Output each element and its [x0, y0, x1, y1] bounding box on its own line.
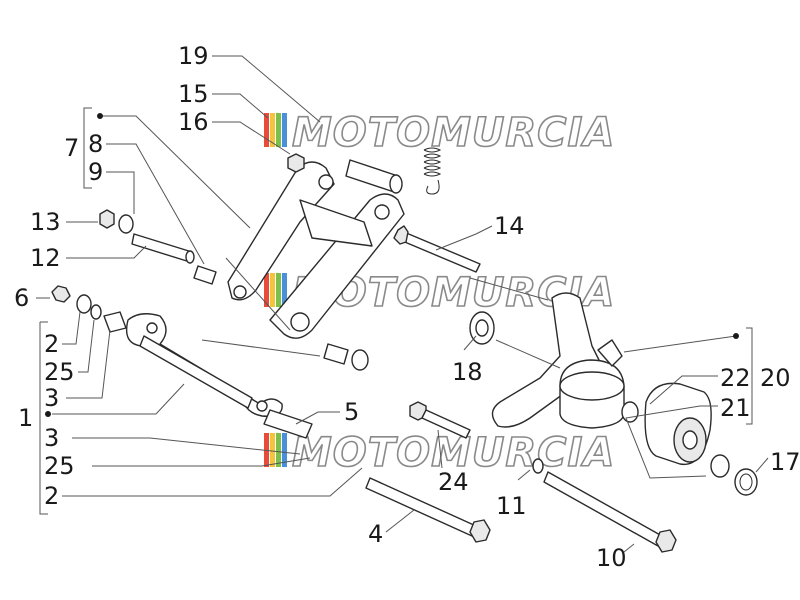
callout-15: 15: [178, 80, 209, 108]
callout-17: 17: [770, 448, 800, 476]
watermark-stripe-red: [264, 113, 269, 147]
callout-3-lower: 3: [44, 424, 59, 452]
watermark-stripe-yellow: [270, 273, 275, 307]
callout-9: 9: [88, 158, 103, 186]
watermark-stripe-blue: [282, 273, 287, 307]
callout-11: 11: [496, 492, 527, 520]
bolt-14-part: [393, 225, 481, 273]
callout-1: 1: [18, 404, 33, 432]
callout-24: 24: [438, 468, 469, 496]
watermark-stripe-green: [276, 433, 281, 467]
swing-arm-part: [227, 161, 405, 339]
watermark-bottom: MOTOMURCIA: [264, 429, 615, 477]
watermark-stripe-red: [264, 273, 269, 307]
spring-part: [423, 147, 442, 195]
callout-4: 4: [368, 520, 383, 548]
callout-8: 8: [88, 130, 103, 158]
callout-7: 7: [64, 134, 79, 162]
washer-17-part: [710, 454, 758, 496]
watermark-stripe-yellow: [270, 113, 275, 147]
callout-5: 5: [344, 398, 359, 426]
watermark-stripe-blue: [282, 433, 287, 467]
watermark-text: MOTOMURCIA: [292, 110, 615, 156]
assembly-dot-20: [733, 333, 739, 339]
nut-16-part: [287, 153, 305, 173]
bolt-10-part: [543, 471, 677, 553]
callout-19: 19: [178, 42, 209, 70]
callout-2-upper: 2: [44, 330, 59, 358]
pin-5-part: [263, 409, 313, 439]
leader-lines: [36, 55, 769, 553]
shaft-1-part: [51, 285, 283, 417]
bushing-pair-part: [323, 343, 369, 371]
callout-18: 18: [452, 358, 483, 386]
bushing-15-part: [345, 159, 403, 194]
callout-labels: 19 15 16 7 8 9 13 12 6 2 25 3 1 3 25 2 1…: [14, 42, 800, 572]
callout-16: 16: [178, 108, 209, 136]
mount-bracket-part: [491, 292, 601, 428]
watermark-text: MOTOMURCIA: [292, 430, 615, 476]
callout-3-upper: 3: [44, 384, 59, 412]
assembly-dot-1: [45, 411, 51, 417]
watermark-stripe-blue: [282, 113, 287, 147]
nut-13-part: [99, 209, 134, 234]
callout-12: 12: [30, 244, 61, 272]
callout-20: 20: [760, 364, 791, 392]
callout-2-lower: 2: [44, 482, 59, 510]
callout-10: 10: [596, 544, 627, 572]
bolt-24-part: [409, 401, 471, 439]
housing-20-part: [559, 339, 625, 429]
watermark-stripe-yellow: [270, 433, 275, 467]
watermark-top: MOTOMURCIA: [264, 109, 615, 157]
watermark-stripe-green: [276, 113, 281, 147]
callout-21: 21: [720, 394, 751, 422]
callout-25-lower: 25: [44, 452, 75, 480]
silent-block-21-part: [621, 382, 712, 466]
callout-25-upper: 25: [44, 358, 75, 386]
callout-13: 13: [30, 208, 61, 236]
watermark-stripe-green: [276, 273, 281, 307]
callout-22: 22: [720, 364, 751, 392]
washer-11-part: [532, 458, 544, 474]
callout-14: 14: [494, 212, 525, 240]
callout-6: 6: [14, 284, 29, 312]
pin-12-part: [131, 233, 217, 285]
bolt-4-part: [365, 477, 491, 543]
assembly-dot-7: [97, 113, 103, 119]
